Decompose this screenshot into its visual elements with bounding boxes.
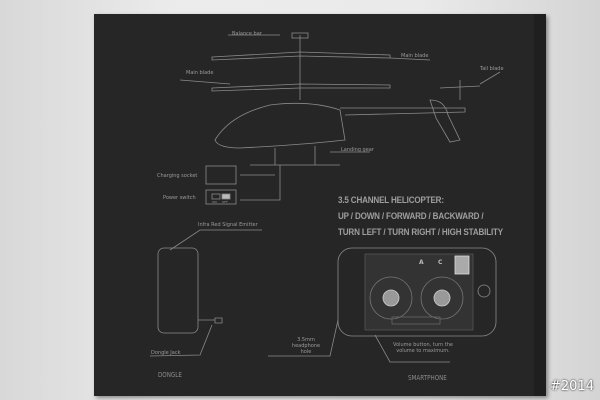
app-label-c: C (438, 259, 443, 266)
label-charging-socket: Charging socket (157, 173, 198, 179)
caption-smartphone: SMARTPHONE (408, 374, 447, 382)
feature-heading: 3.5 CHANNEL HELICOPTER: (338, 195, 444, 206)
label-landing-gear: Landing gear (341, 147, 374, 153)
label-balance-bar: Balance bar (232, 31, 262, 37)
switch-off-label: OFF (222, 200, 228, 204)
label-tail-blade: Tail blade (480, 66, 504, 72)
label-headphone-hole: 3.5mm headphone hole (291, 337, 321, 355)
switch-on-label: ON (212, 200, 217, 204)
watermark: #2014 (550, 379, 594, 394)
label-ir-emitter: Infra Red Signal Emitter (198, 222, 258, 228)
product-box-face (94, 14, 534, 396)
label-main-blade-upper: Main blade (401, 53, 429, 59)
label-volume-button: Volume button, turn the volume to maximu… (393, 342, 453, 354)
label-main-blade-lower: Main blade (186, 70, 214, 76)
caption-dongle: DONGLE (158, 371, 182, 379)
feature-line-3: TURN LEFT / TURN RIGHT / HIGH STABILITY (338, 227, 504, 238)
feature-line-2: UP / DOWN / FORWARD / BACKWARD / (338, 211, 484, 222)
label-dongle-jack: Dongle Jack (151, 350, 181, 356)
app-label-a: A (419, 259, 424, 266)
label-power-switch: Power switch (163, 195, 196, 201)
